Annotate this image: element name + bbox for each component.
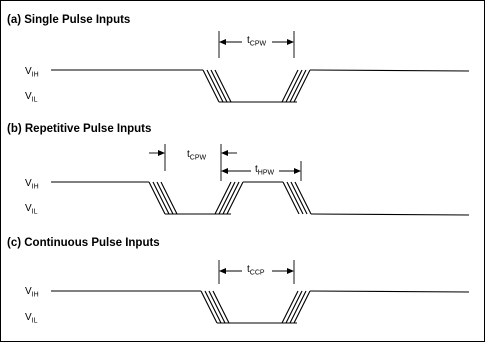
waveform-single-pulse <box>51 69 470 103</box>
tcpw-dimension-a: tCPW <box>218 31 295 58</box>
vil-label-b: VIL <box>25 203 38 216</box>
vil-label-a: VIL <box>25 91 38 104</box>
tccp-dimension-c: tCCP <box>218 260 295 284</box>
tcpw-label-b: tCPW <box>187 149 207 162</box>
tcpw-label-a: tCPW <box>247 35 267 48</box>
vih-label-b: VIH <box>25 178 39 191</box>
vil-label-c: VIL <box>25 312 38 325</box>
thpw-label-b: tHPW <box>255 164 275 177</box>
vih-label-c: VIH <box>25 286 39 299</box>
section-repetitive-pulse: (b) Repetitive Pulse Inputs VIH VIL <box>7 123 470 216</box>
waveform-repetitive-pulse <box>51 181 470 216</box>
section-title-repetitive-pulse: (b) Repetitive Pulse Inputs <box>7 123 151 135</box>
tcpw-dimension-b: tCPW <box>149 144 237 171</box>
section-title-continuous-pulse: (c) Continuous Pulse Inputs <box>7 237 160 249</box>
section-single-pulse: (a) Single Pulse Inputs VIH VIL tCPW <box>7 14 470 104</box>
tccp-label-c: tCCP <box>247 264 265 277</box>
vih-label-a: VIH <box>25 66 39 79</box>
thpw-dimension-b: tHPW <box>220 161 302 181</box>
section-title-single-pulse: (a) Single Pulse Inputs <box>7 14 130 26</box>
waveform-continuous-pulse <box>51 290 470 324</box>
section-continuous-pulse: (c) Continuous Pulse Inputs VIH VIL tCC <box>7 237 470 325</box>
